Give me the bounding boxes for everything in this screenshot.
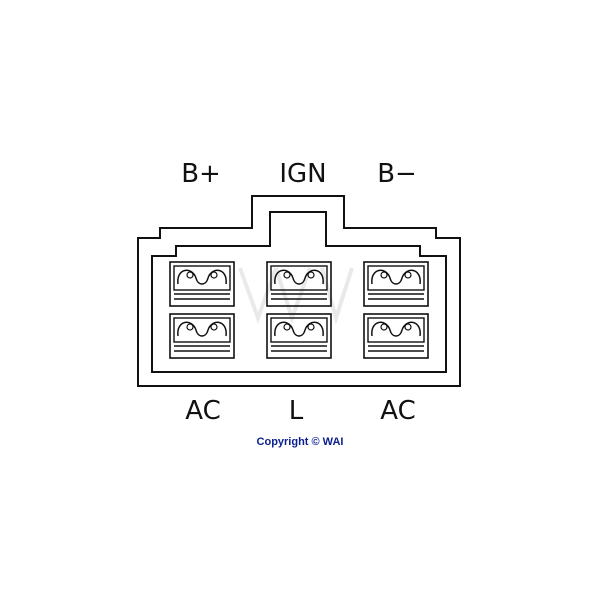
cavity-inner — [173, 317, 231, 343]
cavity-frame — [363, 313, 429, 359]
housing-outer-outline — [137, 195, 461, 387]
clip-bump — [186, 323, 194, 331]
clip-bump — [210, 271, 218, 279]
terminal-cavity-6 — [363, 313, 429, 359]
cavity-frame — [169, 313, 235, 359]
cavity-inner — [367, 317, 425, 343]
terminal-cavity-2 — [266, 261, 332, 307]
cavity-frame — [169, 261, 235, 307]
clip-bump — [307, 323, 315, 331]
terminal-cavity-1 — [169, 261, 235, 307]
cavity-frame — [266, 313, 332, 359]
pin-label-l: L — [288, 396, 304, 426]
cavity-inner — [367, 265, 425, 291]
cavity-inner — [270, 265, 328, 291]
clip-bump — [186, 271, 194, 279]
clip-bump — [210, 323, 218, 331]
clip-bump — [404, 271, 412, 279]
watermark-logo — [238, 267, 354, 325]
terminal-clip-icon — [274, 269, 324, 285]
clip-bump — [404, 323, 412, 331]
clip-bump — [307, 271, 315, 279]
pin-label-ign: IGN — [279, 159, 327, 189]
cavity-inner — [173, 265, 231, 291]
terminal-cavity-5 — [266, 313, 332, 359]
terminal-grid — [169, 261, 429, 359]
clip-bump — [283, 271, 291, 279]
terminal-cavity-4 — [169, 313, 235, 359]
cavity-inner — [270, 317, 328, 343]
housing-inner-outline — [151, 211, 447, 373]
terminal-clip-icon — [177, 269, 227, 285]
pin-label-b-plus: B+ — [181, 159, 221, 189]
terminal-clip-icon — [274, 321, 324, 337]
pin-label-ac-right: AC — [380, 396, 416, 426]
terminal-clip-icon — [177, 321, 227, 337]
terminal-clip-icon — [371, 321, 421, 337]
clip-bump — [283, 323, 291, 331]
clip-bump — [380, 271, 388, 279]
cavity-frame — [266, 261, 332, 307]
clip-bump — [380, 323, 388, 331]
pin-label-ac-left: AC — [185, 396, 221, 426]
cavity-frame — [363, 261, 429, 307]
terminal-clip-icon — [371, 269, 421, 285]
pin-label-b-minus: B− — [377, 159, 417, 189]
copyright-notice: Copyright © WAI — [256, 436, 344, 448]
terminal-cavity-3 — [363, 261, 429, 307]
